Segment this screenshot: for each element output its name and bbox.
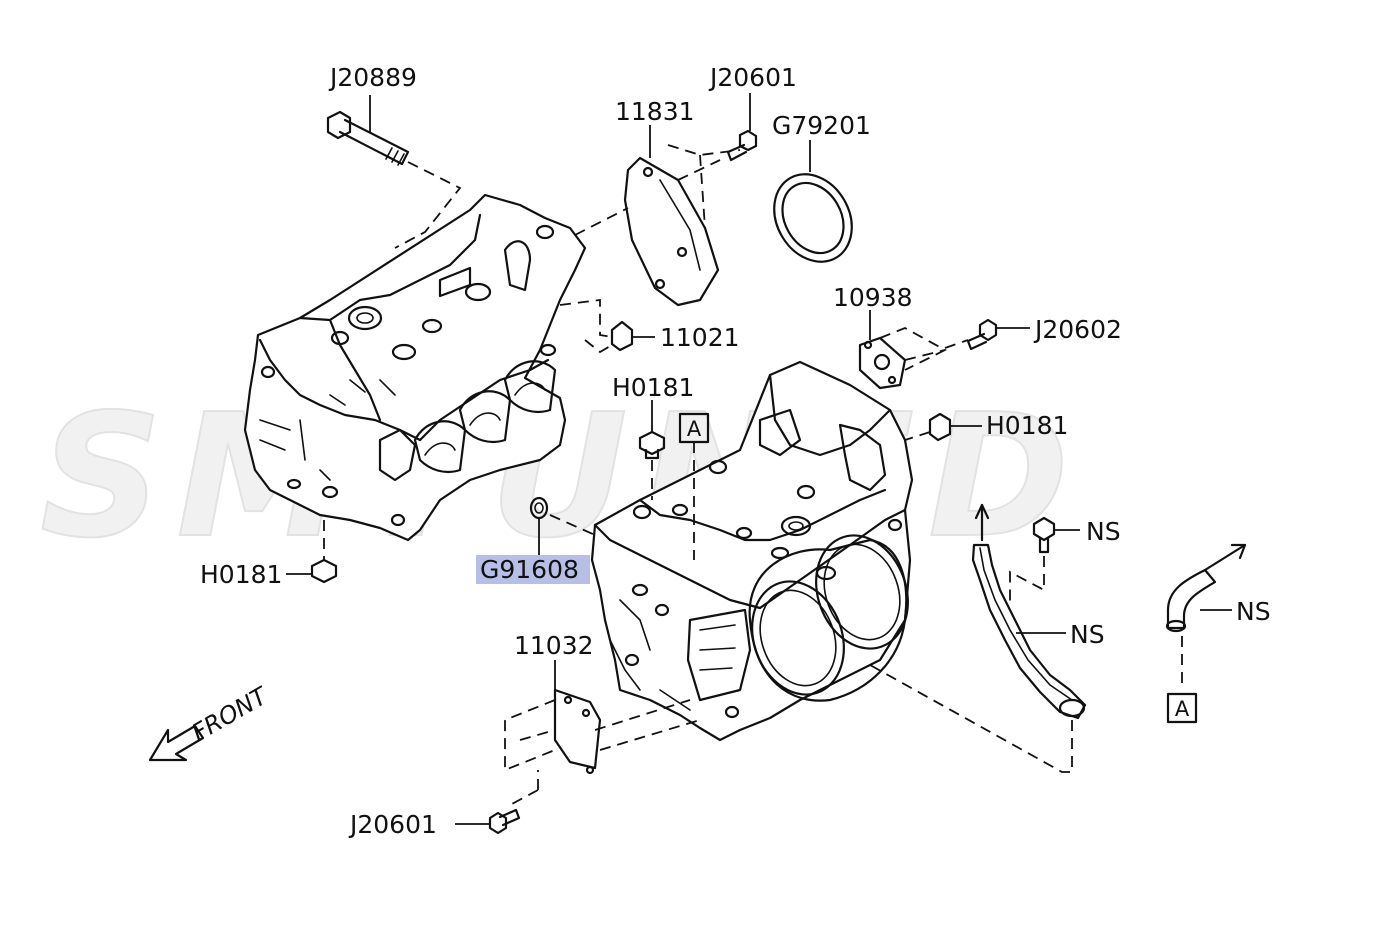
right-crankcase-half — [590, 360, 914, 742]
reference-box-a-lower: A — [1166, 692, 1198, 724]
bracket-10938 — [858, 310, 969, 390]
ref-a-lower-text: A — [1175, 697, 1190, 721]
reference-box-a-upper: A — [678, 412, 710, 560]
callout-ns-elbow[interactable]: NS — [1236, 597, 1271, 626]
callout-11021[interactable]: 11021 — [660, 323, 740, 352]
plug-h0181-right — [904, 412, 982, 442]
o-ring-g91608 — [529, 496, 596, 556]
oil-level-gauge-guide — [869, 503, 1087, 773]
long-bolt-part — [326, 95, 462, 249]
highlight-g91608 — [476, 555, 590, 584]
callout-j20602[interactable]: J20602 — [1033, 315, 1122, 344]
front-label: FRONT — [187, 681, 274, 747]
callout-j20601-bottom[interactable]: J20601 — [348, 810, 437, 839]
callout-10938[interactable]: 10938 — [833, 283, 913, 312]
bolt-j20601-bottom — [455, 808, 521, 835]
callout-h0181-right[interactable]: H0181 — [986, 411, 1068, 440]
callout-ns-bolt[interactable]: NS — [1086, 517, 1121, 546]
callout-j20889[interactable]: J20889 — [328, 63, 417, 92]
callout-11032[interactable]: 11032 — [514, 631, 594, 660]
ns-bolt-dipstick — [1009, 516, 1080, 605]
cover-11032 — [504, 660, 701, 806]
breather-elbow-part — [1165, 543, 1247, 690]
callout-j20601-top[interactable]: J20601 — [708, 63, 797, 92]
callout-g79201[interactable]: G79201 — [772, 111, 871, 140]
front-direction-indicator: FRONT — [148, 681, 274, 762]
callout-g91608[interactable]: G91608 — [480, 555, 579, 584]
callout-11831[interactable]: 11831 — [615, 97, 695, 126]
plug-11021 — [559, 298, 655, 354]
callout-h0181-top[interactable]: H0181 — [612, 373, 694, 402]
left-crankcase-half — [243, 193, 587, 542]
oil-seal-g79201 — [773, 140, 853, 263]
plug-h0181-left — [286, 520, 338, 584]
plug-h0181-top — [638, 400, 666, 500]
bolt-j20602 — [966, 318, 1030, 351]
cover-plate-11831 — [574, 125, 741, 307]
callout-ns-guide[interactable]: NS — [1070, 620, 1105, 649]
ref-a-upper-text: A — [687, 417, 702, 441]
callout-h0181-left[interactable]: H0181 — [200, 560, 282, 589]
bolt-j20601-top — [726, 93, 758, 162]
